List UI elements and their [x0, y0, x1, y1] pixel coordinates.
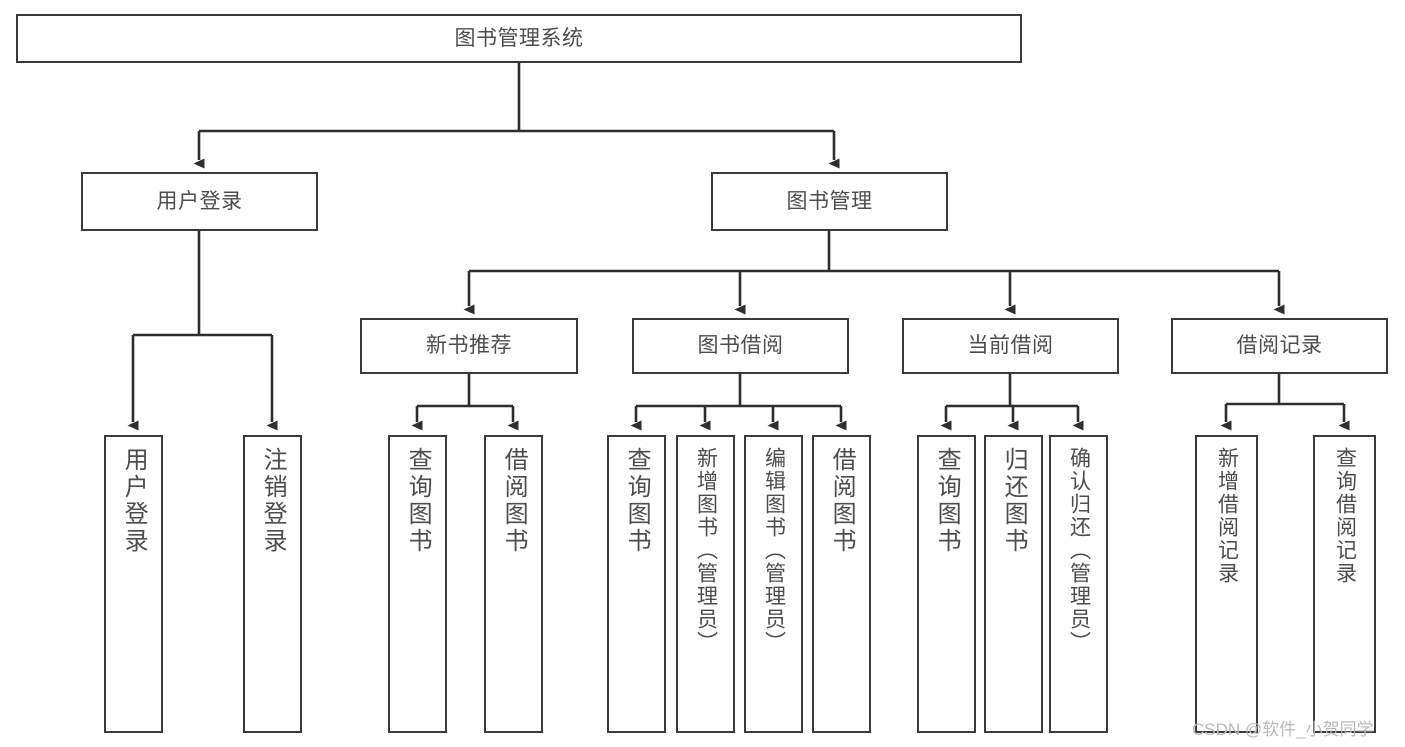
leaf-add-book-label: 新增图书（管理员）: [694, 447, 718, 654]
leaf-confirm-return-label: 确认归还（管理员）: [1067, 447, 1091, 654]
node-book-borrow[interactable]: 图书借阅: [632, 318, 849, 374]
leaf-query-book-2[interactable]: 查询图书: [607, 435, 666, 733]
node-new-book-recommend[interactable]: 新书推荐: [360, 318, 578, 374]
node-book-borrow-label: 图书借阅: [697, 334, 784, 358]
node-borrow-records[interactable]: 借阅记录: [1171, 318, 1388, 374]
leaf-query-book-1[interactable]: 查询图书: [388, 435, 447, 733]
leaf-query-book-1-label: 查询图书: [404, 447, 432, 555]
node-borrow-records-label: 借阅记录: [1236, 334, 1323, 358]
leaf-query-book-2-label: 查询图书: [623, 447, 651, 555]
watermark: CSDN @软件_小贺同学: [1192, 720, 1374, 739]
leaf-return-book-label: 归还图书: [1000, 447, 1028, 555]
leaf-return-book[interactable]: 归还图书: [984, 435, 1043, 733]
leaf-borrow-book-1[interactable]: 借阅图书: [484, 435, 543, 733]
leaf-edit-book[interactable]: 编辑图书（管理员）: [744, 435, 803, 733]
leaf-borrow-book-2-label: 借阅图书: [828, 447, 856, 555]
node-root[interactable]: 图书管理系统: [16, 14, 1022, 63]
leaf-borrow-book-2[interactable]: 借阅图书: [812, 435, 871, 733]
node-user-login[interactable]: 用户登录: [81, 172, 318, 231]
leaf-add-borrow-record-label: 新增借阅记录: [1215, 447, 1239, 585]
leaf-user-logout[interactable]: 注销登录: [243, 435, 302, 733]
node-root-label: 图书管理系统: [454, 26, 584, 50]
leaf-user-login-label: 用户登录: [120, 447, 148, 555]
leaf-query-book-3-label: 查询图书: [933, 447, 961, 555]
node-current-borrow[interactable]: 当前借阅: [902, 318, 1119, 374]
leaf-add-borrow-record[interactable]: 新增借阅记录: [1195, 435, 1258, 733]
node-new-book-recommend-label: 新书推荐: [426, 334, 512, 358]
leaf-query-borrow-record-label: 查询借阅记录: [1333, 447, 1357, 585]
leaf-query-book-3[interactable]: 查询图书: [917, 435, 976, 733]
node-book-management[interactable]: 图书管理: [711, 172, 948, 231]
leaf-query-borrow-record[interactable]: 查询借阅记录: [1313, 435, 1376, 733]
leaf-user-login[interactable]: 用户登录: [104, 435, 163, 733]
leaf-borrow-book-1-label: 借阅图书: [500, 447, 528, 555]
node-current-borrow-label: 当前借阅: [967, 334, 1054, 358]
leaf-user-logout-label: 注销登录: [259, 447, 287, 555]
leaf-edit-book-label: 编辑图书（管理员）: [762, 447, 786, 654]
leaf-confirm-return[interactable]: 确认归还（管理员）: [1049, 435, 1108, 733]
leaf-add-book[interactable]: 新增图书（管理员）: [676, 435, 735, 733]
node-user-login-label: 用户登录: [156, 189, 243, 213]
node-book-management-label: 图书管理: [786, 189, 873, 213]
